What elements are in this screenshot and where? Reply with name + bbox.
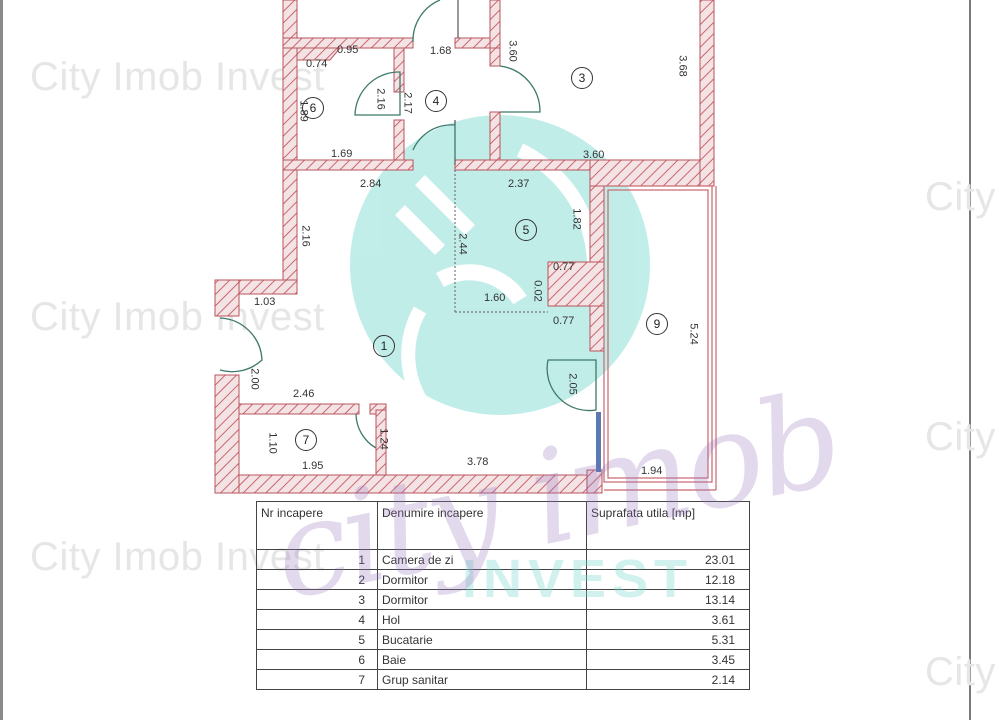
dim-label: 2.37 — [508, 178, 530, 190]
dim-label: 3.78 — [467, 456, 489, 468]
watermark-brand-2: City Imob Invest — [30, 295, 325, 339]
table-row: 7 Grup sanitar 2.14 — [256, 669, 750, 690]
table-header-row: Nr incapere Denumire incapere Suprafata … — [256, 501, 750, 550]
dim-label: 1.68 — [430, 45, 452, 57]
dim-label: 3.68 — [676, 55, 689, 77]
cell-name: Camera de zi — [377, 549, 587, 570]
watermark-brand-right-1: City — [925, 175, 996, 219]
cell-nr: 2 — [256, 569, 378, 590]
room-number-4: 4 — [425, 90, 447, 112]
watermark-brand-right-3: City — [925, 650, 996, 694]
cell-area: 5.31 — [586, 629, 750, 650]
dim-label: 1.10 — [266, 432, 279, 454]
room-number-1: 1 — [373, 335, 395, 357]
cell-nr: 3 — [256, 589, 378, 610]
table-row: 4 Hol 3.61 — [256, 609, 750, 630]
cell-area: 3.61 — [586, 609, 750, 630]
cell-name: Baie — [377, 649, 587, 670]
cell-nr: 1 — [256, 549, 378, 570]
window-icon — [596, 412, 601, 472]
cell-area: 12.18 — [586, 569, 750, 590]
dim-label: 1.82 — [570, 208, 583, 230]
dim-label: 0.77 — [553, 261, 575, 273]
header-name: Denumire incapere — [377, 501, 587, 550]
dim-label: 2.05 — [566, 373, 579, 395]
table-row: 3 Dormitor 13.14 — [256, 589, 750, 610]
watermark-brand-1: City Imob Invest — [30, 55, 325, 99]
dim-label: 0.02 — [531, 280, 544, 302]
watermark-brand-right-2: City — [925, 415, 996, 459]
dim-label: 2.44 — [456, 233, 469, 255]
dim-label: 1.95 — [302, 460, 324, 472]
left-frame-border — [0, 0, 3, 720]
header-area: Suprafata utila [mp] — [586, 501, 750, 550]
dim-label: 0.77 — [553, 315, 575, 327]
table-row: 2 Dormitor 12.18 — [256, 569, 750, 590]
cell-area: 3.45 — [586, 649, 750, 670]
cell-name: Hol — [377, 609, 587, 630]
cell-nr: 6 — [256, 649, 378, 670]
room-number-6: 6 — [302, 97, 324, 119]
room-number-5: 5 — [515, 219, 537, 241]
cell-area: 2.14 — [586, 669, 750, 690]
dim-label: 5.24 — [687, 323, 700, 345]
dim-label: 2.16 — [299, 225, 312, 247]
header-nr: Nr incapere — [256, 501, 378, 550]
room-number-3: 3 — [571, 67, 593, 89]
right-frame-border — [969, 0, 971, 720]
dim-label: 1.60 — [484, 292, 506, 304]
dim-label: 2.00 — [248, 368, 261, 390]
cell-name: Grup sanitar — [377, 669, 587, 690]
cell-nr: 4 — [256, 609, 378, 630]
cell-area: 13.14 — [586, 589, 750, 610]
table-row: 1 Camera de zi 23.01 — [256, 549, 750, 570]
dim-label: 3.60 — [506, 40, 519, 62]
dim-label: 2.17 — [401, 92, 414, 114]
dim-label: 1.24 — [377, 428, 390, 450]
cell-name: Dormitor — [377, 589, 587, 610]
room-area-table: Nr incapere Denumire incapere Suprafata … — [256, 501, 750, 690]
dim-label: 2.46 — [293, 388, 315, 400]
table-row: 6 Baie 3.45 — [256, 649, 750, 670]
dim-label: 2.84 — [360, 178, 382, 190]
dim-label: 1.89 — [297, 100, 310, 122]
door-arcs-icon — [219, 0, 597, 449]
table-row: 5 Bucatarie 5.31 — [256, 629, 750, 650]
cell-nr: 5 — [256, 629, 378, 650]
dim-label: 0.95 — [337, 44, 359, 56]
dim-label: 1.69 — [331, 148, 353, 160]
dim-label: 2.16 — [374, 88, 387, 110]
room-number-7: 7 — [295, 429, 317, 451]
cell-nr: 7 — [256, 669, 378, 690]
dim-label: 0.74 — [306, 58, 328, 70]
dim-label: 1.03 — [254, 296, 276, 308]
cell-name: Dormitor — [377, 569, 587, 590]
room-number-9: 9 — [646, 313, 668, 335]
dim-label: 3.60 — [583, 149, 605, 161]
dim-label: 1.94 — [641, 465, 663, 477]
cell-area: 23.01 — [586, 549, 750, 570]
cell-name: Bucatarie — [377, 629, 587, 650]
